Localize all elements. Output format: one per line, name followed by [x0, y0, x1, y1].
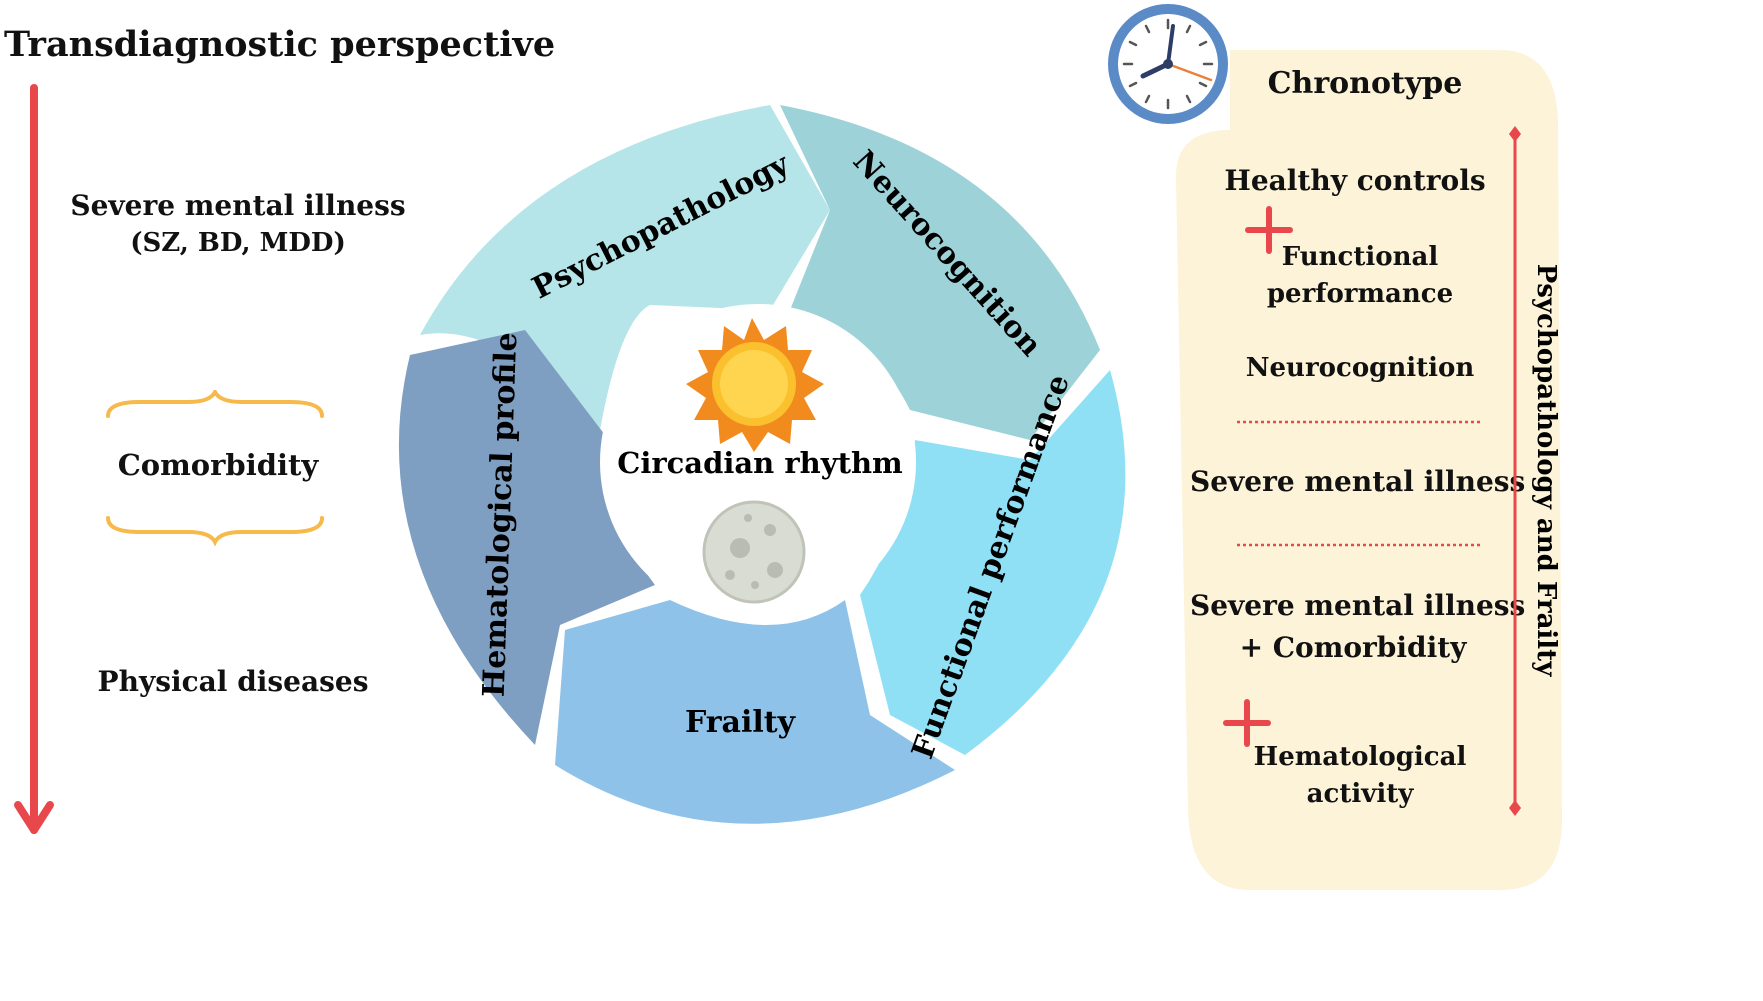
segment-hematological-profile [398, 330, 655, 745]
functional-performance-line1: Functional [1281, 242, 1439, 272]
healthy-controls-label: Healthy controls [1224, 164, 1486, 197]
sun-icon [686, 318, 824, 452]
severe-mental-illness-subtitle: (SZ, BD, MDD) [130, 228, 346, 258]
label-frailty: Frailty [685, 705, 797, 740]
chronotype-panel-background [1175, 50, 1562, 890]
severe-comorbidity-line2: + Comorbidity [1239, 631, 1467, 664]
severe-comorbidity-line1: Severe mental illness [1190, 589, 1526, 622]
dotted-divider-2 [1237, 543, 1483, 547]
top-curly-brace-icon [106, 390, 324, 418]
physical-diseases-label: Physical diseases [97, 665, 369, 698]
severe-mental-illness-label: Severe mental illness [70, 189, 406, 222]
label-circadian-rhythm: Circadian rhythm [617, 446, 903, 480]
wheel-center [600, 304, 916, 620]
plus-icon-2 [1223, 699, 1271, 747]
severe-mental-illness-right-label: Severe mental illness [1190, 465, 1526, 498]
left-title: Transdiagnostic perspective [4, 24, 556, 65]
neurocognition-right-label: Neurocognition [1245, 353, 1475, 383]
hematological-activity-line1: Hematological [1253, 742, 1467, 772]
dotted-divider-1 [1237, 420, 1483, 424]
side-axis-label-wrapper: Psychopathology and Frailty [1531, 264, 1561, 678]
segment-frailty [555, 600, 955, 824]
circadian-wheel-diagram: Psychopathology Neurocognition Functiona… [398, 105, 1126, 824]
segment-functional-performance [860, 370, 1126, 755]
comorbidity-label: Comorbidity [117, 448, 319, 482]
moon-icon [702, 500, 806, 604]
psychopathology-frailty-axis [1509, 126, 1521, 816]
functional-performance-line2: performance [1266, 279, 1454, 309]
side-axis-label: Psychopathology and Frailty [1531, 264, 1561, 678]
segment-neurocognition [780, 105, 1100, 440]
hematological-activity-line2: activity [1306, 779, 1414, 809]
chronotype-title: Chronotype [1267, 66, 1463, 101]
clock-icon [1108, 4, 1228, 124]
severity-down-arrow [14, 84, 54, 834]
plus-icon-1 [1245, 206, 1293, 254]
bottom-curly-brace-icon [106, 516, 324, 547]
